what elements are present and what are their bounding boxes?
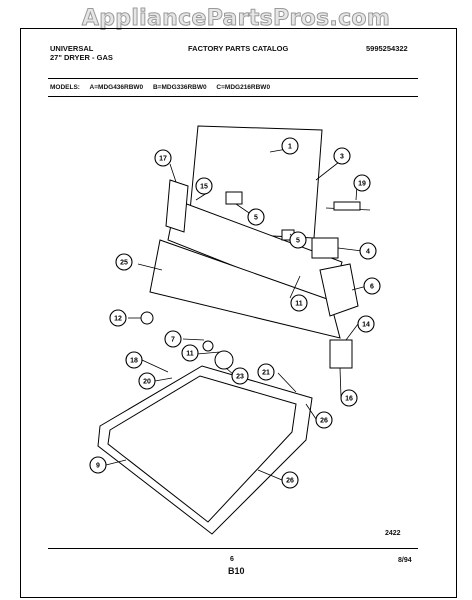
cabinet-top-inner <box>107 375 297 523</box>
svg-text:7: 7 <box>171 337 175 344</box>
svg-text:5: 5 <box>254 215 258 222</box>
header-rule-top <box>48 78 418 79</box>
revision-date: 8/94 <box>398 557 412 564</box>
section-code: B10 <box>228 566 245 576</box>
callout-26a: 26 <box>315 411 333 429</box>
callout-20: 20 <box>138 372 156 390</box>
callout-17: 17 <box>154 149 172 167</box>
svg-text:14: 14 <box>362 322 370 329</box>
callout-4: 4 <box>359 242 377 260</box>
svg-text:6: 6 <box>370 284 374 291</box>
product-label: 27" DRYER - GAS <box>50 53 113 62</box>
drawing-code: 2422 <box>385 530 401 537</box>
svg-text:20: 20 <box>143 379 151 386</box>
svg-text:18: 18 <box>130 358 138 365</box>
lamp-assembly-part <box>329 339 353 369</box>
catalog-page <box>20 28 457 598</box>
callout-6: 6 <box>363 277 381 295</box>
callout-19: 19 <box>353 174 371 192</box>
callout-14: 14 <box>357 315 375 333</box>
brand-label: UNIVERSAL <box>50 44 94 53</box>
footer-rule <box>48 548 418 549</box>
callout-26b: 26 <box>281 471 299 489</box>
svg-text:3: 3 <box>340 154 344 161</box>
callout-18: 18 <box>125 351 143 369</box>
light-socket-part <box>202 340 214 352</box>
callout-16: 16 <box>340 389 358 407</box>
svg-text:12: 12 <box>114 316 122 323</box>
callout-25: 25 <box>115 253 133 271</box>
svg-text:21: 21 <box>262 370 270 377</box>
svg-text:23: 23 <box>236 374 244 381</box>
callout-12: 12 <box>109 309 127 327</box>
header-rule-bottom <box>48 96 418 97</box>
callout-1: 1 <box>281 137 299 155</box>
callout-5a: 5 <box>247 208 265 226</box>
svg-text:5: 5 <box>296 238 300 245</box>
models-line: MODELS: A=MDG436RBW0 B=MDG336RBW0 C=MDG2… <box>50 84 271 91</box>
svg-text:19: 19 <box>358 181 366 188</box>
callout-9: 9 <box>89 456 107 474</box>
callout-15: 15 <box>195 177 213 195</box>
catalog-number: 5995254322 <box>366 44 408 53</box>
switch-part-a <box>225 191 243 205</box>
callout-23: 23 <box>231 367 249 385</box>
callout-5b: 5 <box>289 231 307 249</box>
callout-11b: 11 <box>181 344 199 362</box>
svg-text:4: 4 <box>366 249 370 256</box>
callout-7: 7 <box>164 330 182 348</box>
svg-text:26: 26 <box>320 418 328 425</box>
left-end-cap-part <box>165 179 189 233</box>
watermark: AppliancePartsPros.com <box>81 6 391 32</box>
svg-text:17: 17 <box>159 156 167 163</box>
right-end-cap-part <box>319 263 359 317</box>
callout-11a: 11 <box>290 294 308 312</box>
callout-3: 3 <box>333 147 351 165</box>
door-switch-part <box>214 350 234 370</box>
svg-text:11: 11 <box>295 301 303 308</box>
callout-21: 21 <box>257 363 275 381</box>
control-panel-front-part <box>149 239 341 339</box>
svg-text:16: 16 <box>345 396 353 403</box>
wire-harness-plug <box>333 201 361 211</box>
svg-text:1: 1 <box>288 144 292 151</box>
svg-text:26: 26 <box>286 478 294 485</box>
svg-text:9: 9 <box>96 463 100 470</box>
catalog-title: FACTORY PARTS CATALOG <box>188 44 289 53</box>
page-number: 6 <box>230 556 234 563</box>
svg-text:11: 11 <box>186 351 194 358</box>
svg-text:15: 15 <box>200 184 208 191</box>
svg-text:25: 25 <box>120 260 128 267</box>
